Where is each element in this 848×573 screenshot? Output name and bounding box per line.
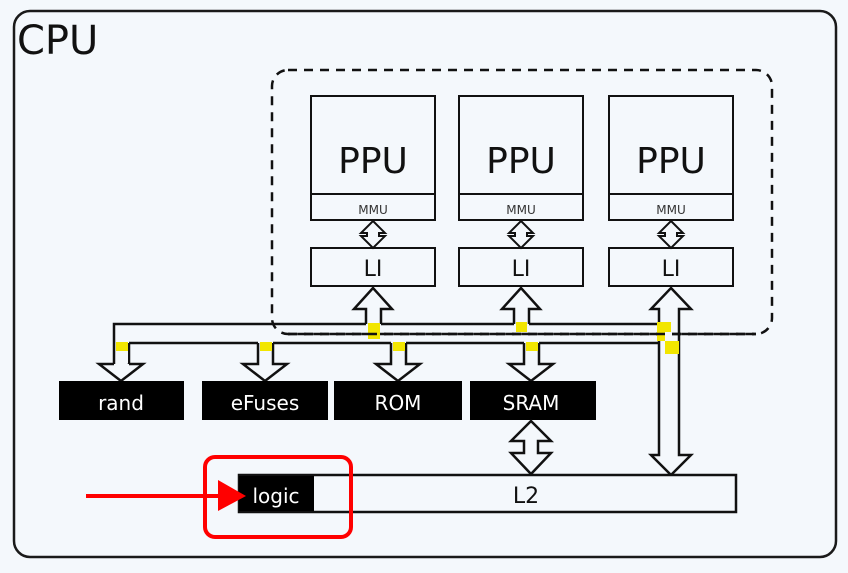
sram-block [470,381,596,420]
bus-to-peripheral-arrows [95,343,557,383]
double-arrow-icon [358,219,388,250]
junction-marker [393,342,405,351]
ppu-label: PPU [486,141,556,182]
l2-cache-bar [237,473,738,514]
cpu-title: CPU [17,18,98,64]
l1-label: LI [512,257,531,282]
mmu-label: MMU [656,203,686,217]
pointer-arrow-head-icon [218,480,246,511]
rom-block [334,381,462,420]
interconnect-bus [112,322,659,364]
peripheral-blocks: rand eFuses ROM SRAM [59,381,596,420]
ppu-unit-1: PPU MMU LI [310,95,436,287]
rand-block [59,381,184,420]
l1-cache-box [608,247,734,287]
ppu-unit-2: PPU MMU LI [458,95,584,287]
ppu-box [310,95,436,221]
ppu-unit-3: PPU MMU LI [608,95,734,287]
logic-label: logic [252,484,299,508]
junction-marker [665,341,679,354]
junction-marker [657,322,671,332]
double-arrow-icon [656,219,686,250]
rand-label: rand [98,391,144,415]
l1-label: LI [364,257,383,282]
junction-marker [516,322,527,332]
highlight-annotation [86,455,353,539]
junction-marker [526,342,538,351]
mmu-label: MMU [358,203,388,217]
l2-label: L2 [513,484,539,509]
l1-cache-box [458,247,584,287]
up-arrow-icon [499,286,543,324]
ppu-label: PPU [338,141,408,182]
sram-label: SRAM [503,391,560,415]
efuses-block [202,381,328,420]
up-arrow-icon [351,286,395,324]
mmu-label: MMU [506,203,536,217]
mmu-l1-arrows [358,219,686,250]
rom-label: ROM [375,391,422,415]
efuses-label: eFuses [231,391,300,415]
ppu-group-boundary [270,68,774,336]
junction-marker [657,332,665,341]
ppu-label: PPU [636,141,706,182]
l1-label: LI [662,257,681,282]
junction-marker [368,323,380,339]
logic-block [239,476,314,511]
junction-marker [116,342,128,351]
double-arrow-icon [506,219,536,250]
ppu-box [608,95,734,221]
junction-marker [260,342,272,351]
